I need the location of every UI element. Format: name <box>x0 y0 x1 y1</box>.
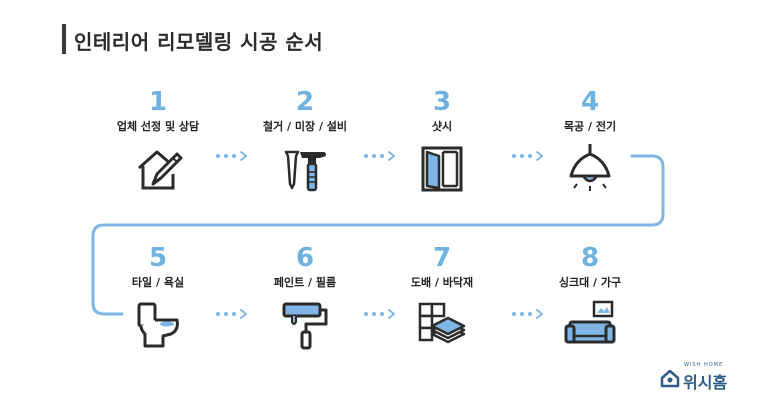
brand-logo-text: 위시홈 <box>683 373 728 392</box>
step-1: 1 업체 선정 및 상담 <box>98 88 218 194</box>
step-3: 3 샷시 <box>382 88 502 194</box>
arrow-dots <box>216 151 247 161</box>
step-2: 2 철거 / 미장 / 설비 <box>245 88 365 194</box>
step-number: 7 <box>432 243 452 273</box>
arrow-dots <box>512 151 543 161</box>
step-label: 페인트 / 필름 <box>273 276 337 289</box>
house-pencil-icon <box>138 150 183 190</box>
step-5: 5 타일 / 욕실 <box>98 244 218 352</box>
paint-roller-icon <box>282 302 328 350</box>
step-label: 도배 / 바닥재 <box>410 276 474 289</box>
page-title: 인테리어 리모델링 시공 순서 <box>74 30 324 54</box>
hammer-nail-icon <box>284 150 326 192</box>
step-label: 샷시 <box>431 120 453 133</box>
step-label: 철거 / 미장 / 설비 <box>262 120 348 133</box>
tiles-layers-icon <box>418 302 466 344</box>
brand-house-icon <box>660 369 680 388</box>
arrow-dots <box>512 309 543 319</box>
ceiling-lamp-icon <box>569 144 611 191</box>
step-7: 7 도배 / 바닥재 <box>382 244 502 352</box>
step-label: 목공 / 전기 <box>563 120 617 133</box>
step-number: 6 <box>295 243 315 273</box>
step-label: 타일 / 욕실 <box>131 276 185 289</box>
arrow-dots <box>364 151 395 161</box>
sofa-frame-icon <box>564 300 616 344</box>
step-number: 3 <box>432 87 452 117</box>
step-4: 4 목공 / 전기 <box>530 88 650 194</box>
step-number: 1 <box>148 87 168 117</box>
step-label: 업체 선정 및 상담 <box>116 120 200 133</box>
step-number: 2 <box>295 87 315 117</box>
step-6: 6 페인트 / 필름 <box>245 244 365 352</box>
step-number: 4 <box>580 87 600 117</box>
window-icon <box>421 146 463 192</box>
arrow-dots <box>216 309 247 319</box>
toilet-icon <box>137 302 179 348</box>
step-number: 5 <box>148 243 168 273</box>
step-label: 싱크대 / 가구 <box>558 276 622 289</box>
arrow-dots <box>364 309 395 319</box>
title-accent-bar <box>62 24 66 54</box>
step-8: 8 싱크대 / 가구 <box>530 244 650 352</box>
brand-tagline: WISH HOME <box>684 362 724 368</box>
step-number: 8 <box>580 243 600 273</box>
